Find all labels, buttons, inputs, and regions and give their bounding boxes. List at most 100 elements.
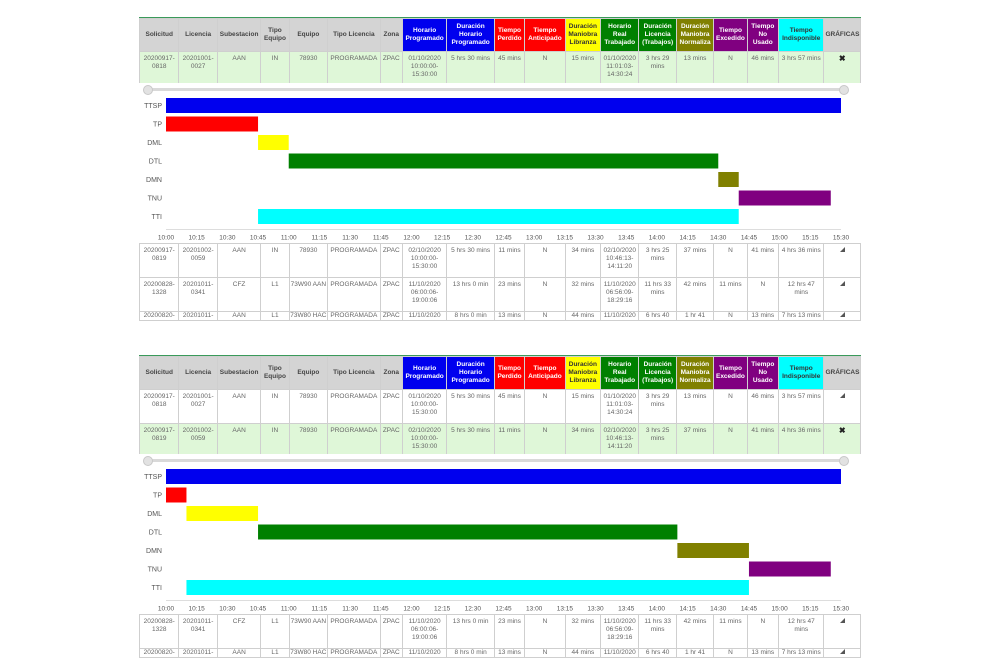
gantt-bar-dml[interactable] xyxy=(186,506,259,521)
close-icon[interactable]: ✖ xyxy=(838,426,846,435)
table-cell: CFZ xyxy=(216,277,262,312)
gantt-bar-tnu[interactable] xyxy=(738,190,831,206)
col-header-tiempo-perdido[interactable]: Tiempo Perdido xyxy=(493,356,526,390)
col-header-equipo[interactable]: Equipo xyxy=(288,18,329,52)
range-slider-right-handle[interactable] xyxy=(839,85,849,95)
table-cell: 8 hrs 0 min xyxy=(446,648,495,658)
category-label: DTL xyxy=(149,530,162,537)
gantt-bar-ttsp[interactable] xyxy=(166,469,841,484)
col-header-graficas[interactable]: GRÁFICAS xyxy=(823,356,861,390)
table-cell: 12 hrs 47 mins xyxy=(777,614,825,649)
col-header-subestacion[interactable]: Subestacion xyxy=(216,18,262,52)
col-header-tiempo-indisponible[interactable]: Tiempo Indisponible xyxy=(777,18,825,52)
col-header-duracion-maniobra-normaliza[interactable]: Duración Maniobra Normaliza xyxy=(675,18,715,52)
col-header-zona[interactable]: Zona xyxy=(379,356,403,390)
gantt-bar-dml[interactable] xyxy=(258,135,289,150)
col-header-duracion-horario-programado[interactable]: Duración Horario Programado xyxy=(446,18,495,52)
table-cell: 20200917-0818 xyxy=(138,51,180,86)
col-header-duracion-maniobra-libranza[interactable]: Duración Maniobra Libranza xyxy=(564,18,602,52)
range-slider-left-handle[interactable] xyxy=(143,85,153,95)
range-slider[interactable] xyxy=(143,85,849,95)
chart-toggle-cell[interactable] xyxy=(823,389,861,424)
col-header-tiempo-anticipado[interactable]: Tiempo Anticipado xyxy=(524,356,566,390)
col-header-horario-real-trabajado[interactable]: Horario Real Trabajado xyxy=(600,18,640,52)
col-header-equipo[interactable]: Equipo xyxy=(288,356,329,390)
chart-triangle-icon[interactable] xyxy=(839,247,845,252)
col-header-subestacion[interactable]: Subestacion xyxy=(216,356,262,390)
chart-toggle-cell[interactable] xyxy=(823,614,861,649)
table-cell: PROGRAMADA xyxy=(327,311,381,321)
gantt-bar-tp[interactable] xyxy=(166,487,187,503)
col-header-duracion-licencia-trabajos[interactable]: Duración Licencia (Trabajos) xyxy=(638,18,677,52)
chart-toggle-cell[interactable] xyxy=(823,243,861,278)
col-header-duracion-maniobra-libranza[interactable]: Duración Maniobra Libranza xyxy=(564,356,602,390)
col-header-zona[interactable]: Zona xyxy=(379,18,403,52)
range-slider-left-handle[interactable] xyxy=(143,456,153,466)
col-header-tiempo-excedido[interactable]: Tiempo Excedido xyxy=(713,356,748,390)
x-tick-label: 11:00 xyxy=(281,606,297,613)
chart-triangle-icon[interactable] xyxy=(839,393,845,398)
x-tick-label: 10:45 xyxy=(250,235,267,242)
col-header-tipo-equipo[interactable]: Tipo Equipo xyxy=(260,18,290,52)
table-cell: 01/10/2020 11:01:03-14:30:24 xyxy=(600,51,640,86)
col-header-tiempo-excedido[interactable]: Tiempo Excedido xyxy=(713,18,748,52)
chart-triangle-icon[interactable] xyxy=(839,618,845,623)
gantt-bar-tp[interactable] xyxy=(166,116,259,132)
table-cell: 13 mins xyxy=(493,648,526,658)
x-tick-label: 15:15 xyxy=(802,606,819,613)
gantt-bar-dmn[interactable] xyxy=(718,172,739,187)
gantt-bar-ttsp[interactable] xyxy=(166,98,841,113)
table-cell: 15 mins xyxy=(564,51,602,86)
chart-toggle-cell[interactable] xyxy=(823,277,861,312)
col-header-licencia[interactable]: Licencia xyxy=(178,356,218,390)
col-header-horario-real-trabajado[interactable]: Horario Real Trabajado xyxy=(600,356,640,390)
col-header-tiempo-no-usado[interactable]: Tiempo No Usado xyxy=(746,356,779,390)
chart-toggle-cell[interactable] xyxy=(823,648,861,658)
col-header-tipo-equipo[interactable]: Tipo Equipo xyxy=(260,356,290,390)
table-cell: 20201011-0341 xyxy=(178,277,218,312)
col-header-tipo-licencia[interactable]: Tipo Licencia xyxy=(327,356,381,390)
col-header-tiempo-no-usado[interactable]: Tiempo No Usado xyxy=(746,18,779,52)
close-chart-icon[interactable]: ✖ xyxy=(823,423,861,458)
col-header-duracion-maniobra-normaliza[interactable]: Duración Maniobra Normaliza xyxy=(675,356,715,390)
col-header-tiempo-anticipado[interactable]: Tiempo Anticipado xyxy=(524,18,566,52)
col-header-duracion-licencia-trabajos[interactable]: Duración Licencia (Trabajos) xyxy=(638,356,677,390)
table-cell: 20200917-0819 xyxy=(138,243,180,278)
col-header-horario-programado[interactable]: Horario Programado xyxy=(401,356,448,390)
col-header-graficas[interactable]: GRÁFICAS xyxy=(823,18,861,52)
chart-triangle-icon[interactable] xyxy=(839,312,845,317)
range-slider-right-handle[interactable] xyxy=(839,456,849,466)
col-header-licencia[interactable]: Licencia xyxy=(178,18,218,52)
gantt-bar-dtl[interactable] xyxy=(258,524,678,540)
col-header-tipo-licencia[interactable]: Tipo Licencia xyxy=(327,18,381,52)
table-cell: 1 hr 41 xyxy=(675,311,715,321)
gantt-bar-dtl[interactable] xyxy=(288,153,719,169)
col-header-horario-programado[interactable]: Horario Programado xyxy=(401,18,448,52)
col-header-tiempo-indisponible[interactable]: Tiempo Indisponible xyxy=(777,356,825,390)
chart-triangle-icon[interactable] xyxy=(839,281,845,286)
gantt-bar-dmn[interactable] xyxy=(677,543,749,558)
gantt-bar-tti[interactable] xyxy=(186,580,749,595)
table-cell: 02/10/2020 10:00:00-15:30:00 xyxy=(401,243,448,278)
chart-toggle-cell[interactable] xyxy=(823,311,861,321)
close-chart-icon[interactable]: ✖ xyxy=(823,51,861,86)
gantt-bar-tti[interactable] xyxy=(258,209,739,224)
col-header-tiempo-perdido[interactable]: Tiempo Perdido xyxy=(493,18,526,52)
close-icon[interactable]: ✖ xyxy=(838,54,846,63)
col-header-duracion-horario-programado[interactable]: Duración Horario Programado xyxy=(446,356,495,390)
x-tick-label: 13:30 xyxy=(587,606,604,613)
gantt-bar-tnu[interactable] xyxy=(748,561,831,577)
range-slider[interactable] xyxy=(143,456,849,466)
col-header-solicitud[interactable]: Solicitud xyxy=(138,356,180,390)
chart-triangle-icon[interactable] xyxy=(839,649,845,654)
col-header-solicitud[interactable]: Solicitud xyxy=(138,18,180,52)
